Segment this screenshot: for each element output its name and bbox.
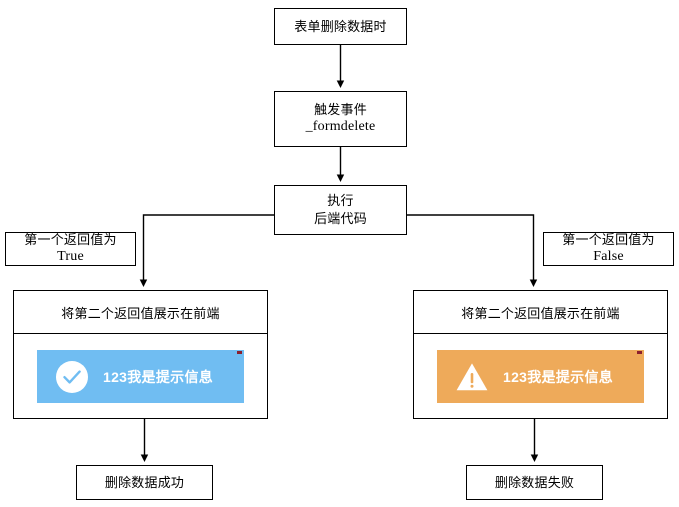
alert-success-message: 123我是提示信息 (103, 368, 214, 385)
alert-warning-message: 123我是提示信息 (503, 368, 614, 385)
node-ok-label: 删除数据成功 (104, 474, 185, 490)
node-exec-line1: 执行 (327, 193, 354, 209)
node-delete-success[interactable]: 删除数据成功 (76, 465, 213, 500)
node-start-label: 表单删除数据时 (294, 18, 387, 34)
branch-label-true-line2: True (57, 249, 84, 265)
node-exec-line2: 后端代码 (314, 211, 367, 226)
panel-success-frontend-display: 将第二个返回值展示在前端 123我是提示信息 (13, 290, 268, 419)
panel-success-header: 将第二个返回值展示在前端 (14, 291, 267, 334)
node-execute-backend-code[interactable]: 执行 后端代码 (274, 185, 407, 235)
alert-success[interactable]: 123我是提示信息 (37, 350, 244, 403)
branch-label-false-line1: 第一个返回值为 (562, 231, 655, 247)
alert-warning[interactable]: 123我是提示信息 (437, 350, 644, 403)
node-delete-failure[interactable]: 删除数据失败 (466, 465, 603, 500)
edge-exec-to-success (139, 214, 274, 287)
warning-triangle-icon (455, 360, 489, 394)
node-event-line1: 触发事件 (314, 101, 367, 117)
edge-exec-to-fail (407, 214, 538, 287)
panel-fail-body: 123我是提示信息 (414, 334, 667, 419)
branch-label-true-line1: 第一个返回值为 (24, 231, 117, 247)
panel-success-body: 123我是提示信息 (14, 334, 267, 419)
panel-fail-header: 将第二个返回值展示在前端 (414, 291, 667, 334)
check-circle-icon (55, 360, 89, 394)
branch-label-true: 第一个返回值为 True (5, 232, 136, 266)
node-form-delete-trigger[interactable]: 表单删除数据时 (274, 8, 407, 45)
panel-fail-frontend-display: 将第二个返回值展示在前端 123我是提示信息 (413, 290, 668, 419)
alert-corner-marker (637, 351, 642, 354)
branch-label-false-line2: False (593, 249, 624, 265)
alert-corner-marker (237, 351, 242, 354)
node-ng-label: 删除数据失败 (494, 474, 575, 490)
node-event-line2: _formdelete (305, 119, 376, 135)
branch-label-false: 第一个返回值为 False (543, 232, 674, 266)
node-trigger-event[interactable]: 触发事件 _formdelete (274, 91, 407, 147)
